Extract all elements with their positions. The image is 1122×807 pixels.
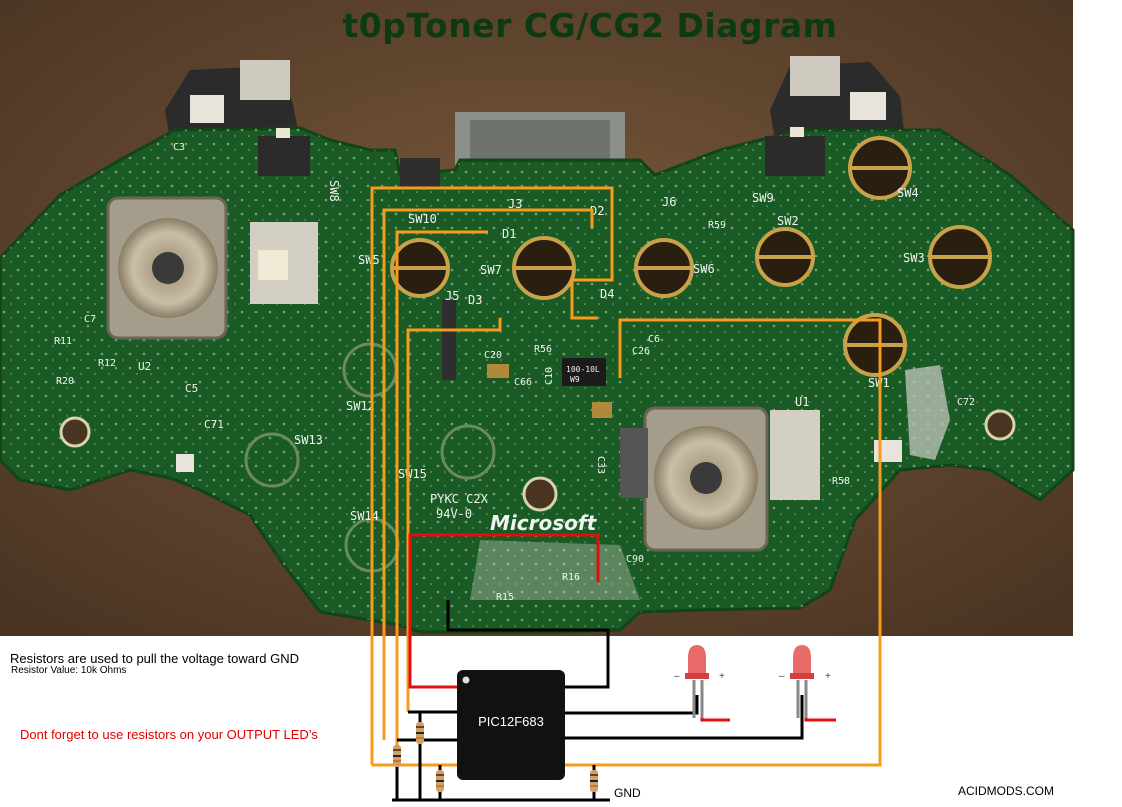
resistor-2	[416, 722, 424, 744]
label-sw15: SW15	[398, 467, 427, 481]
pic-chip: PIC12F683	[457, 670, 565, 780]
microsoft-logo: Microsoft	[490, 511, 598, 535]
wire-orange-5	[372, 318, 882, 767]
label-d1: D1	[502, 227, 516, 241]
wire-black-top	[446, 600, 610, 689]
label-c20: C20	[484, 350, 502, 361]
label-u1: U1	[795, 395, 809, 409]
led-1: – +	[674, 645, 730, 722]
label-c71: C71	[204, 418, 224, 431]
label-c7: C7	[84, 314, 96, 325]
label-r16: R16	[562, 572, 580, 583]
label-c66: C66	[514, 377, 532, 388]
label-sw13: SW13	[294, 433, 323, 447]
label-d2: D2	[590, 204, 604, 218]
silkscreen-labels: SW8 SW10 D1 D2 J3 J6 SW9 SW4 SW2 R59 SW3…	[54, 142, 975, 603]
label-c33: C33	[595, 456, 606, 474]
wire-orange-1	[370, 186, 614, 765]
label-sw4: SW4	[897, 186, 919, 200]
label-r12: R12	[98, 358, 116, 369]
wire-orange-2	[382, 208, 594, 740]
label-r56: R56	[534, 344, 552, 355]
left-bumper	[165, 60, 300, 140]
left-analog-stick	[106, 196, 318, 340]
label-sw6: SW6	[693, 262, 715, 276]
wire-black-led2	[565, 695, 804, 740]
label-j3: J3	[508, 197, 522, 211]
label-sw7: SW7	[480, 263, 502, 277]
mounting-holes	[59, 409, 1016, 512]
label-sw12: SW12	[346, 399, 375, 413]
svg-text:–: –	[674, 671, 680, 682]
resistor-value-note: Resistor Value: 10k Ohms	[11, 665, 127, 676]
label-sw8: SW8	[327, 180, 341, 202]
right-analog-stick	[620, 406, 820, 552]
diagram-title: t0pToner CG/CG2 Diagram	[342, 6, 838, 45]
label-c90: C90	[626, 554, 644, 565]
board-marking-1: PYKC C2X	[430, 492, 489, 506]
pcb-markings: PYKC C2X 94V-0 Microsoft 100-10L W9	[430, 365, 600, 535]
label-c3: C3	[173, 142, 185, 153]
label-j6: J6	[662, 195, 676, 209]
svg-text:+: +	[719, 671, 725, 682]
chip-label: PIC12F683	[478, 714, 544, 729]
label-c72: C72	[957, 397, 975, 408]
label-j5: J5	[445, 289, 459, 303]
label-r15: R15	[496, 592, 514, 603]
svg-text:–: –	[779, 671, 785, 682]
label-sw2: SW2	[777, 214, 799, 228]
label-c26: C26	[632, 346, 650, 357]
label-r59: R59	[708, 220, 726, 231]
label-d3: D3	[468, 293, 482, 307]
label-r11: R11	[54, 336, 72, 347]
gnd-label: GND	[614, 786, 641, 800]
button-pad-slots	[394, 166, 988, 347]
resistor-4	[590, 770, 598, 792]
tact-switch-sw8	[258, 128, 310, 176]
part-marking-2: W9	[570, 375, 580, 384]
wire-red	[408, 533, 600, 689]
label-d4: D4	[600, 287, 614, 301]
led-2: – +	[779, 645, 836, 722]
label-r20: R20	[56, 376, 74, 387]
label-sw10: SW10	[408, 212, 437, 226]
resistor-3	[436, 770, 444, 792]
tact-switch-sw9	[765, 127, 825, 176]
smd-components	[176, 158, 950, 600]
resistor-purpose-note: Resistors are used to pull the voltage t…	[10, 651, 300, 666]
wire-orange-3	[395, 230, 488, 745]
label-sw9: SW9	[752, 191, 774, 205]
site-credit: ACIDMODS.COM	[958, 784, 1054, 798]
right-bumper	[770, 56, 905, 140]
label-c10: C10	[544, 367, 555, 385]
led-warning-note: Dont forget to use resistors on your OUT…	[20, 727, 318, 742]
wire-black-led1	[565, 695, 699, 715]
label-r58: R58	[832, 476, 850, 487]
label-sw14: SW14	[350, 509, 379, 523]
board-marking-2: 94V-0	[436, 507, 472, 521]
label-u2: U2	[138, 360, 151, 373]
label-sw5: SW5	[358, 253, 380, 267]
label-sw3: SW3	[903, 251, 925, 265]
svg-text:+: +	[825, 671, 831, 682]
orange-wires	[370, 186, 882, 767]
label-c5: C5	[185, 382, 198, 395]
label-c6: C6	[648, 334, 660, 345]
wire-orange-4	[406, 318, 502, 712]
part-marking-1: 100-10L	[566, 365, 600, 374]
resistor-1	[393, 745, 401, 767]
resistors	[393, 722, 598, 792]
